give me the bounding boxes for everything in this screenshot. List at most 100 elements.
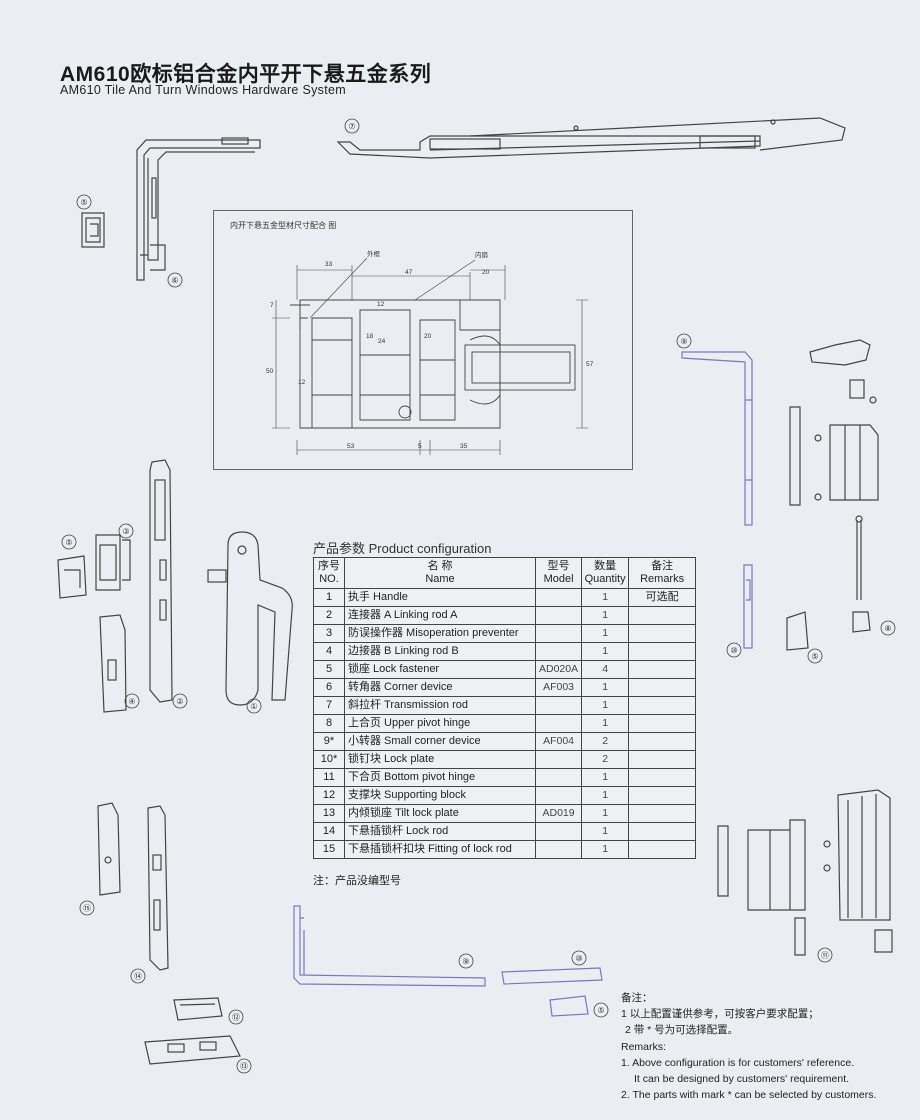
cell-remark xyxy=(628,822,697,841)
cell-name: 下悬插锁杆扣块 Fitting of lock rod xyxy=(344,840,536,859)
part-tilt-lock-plate xyxy=(144,1035,241,1065)
svg-text:④: ④ xyxy=(128,697,135,706)
cell-qty: 1 xyxy=(581,696,630,715)
cell-qty: 1 xyxy=(581,804,630,823)
svg-text:⑩: ⑩ xyxy=(575,954,582,963)
svg-text:⑤: ⑤ xyxy=(597,1006,604,1015)
svg-text:⑧: ⑧ xyxy=(884,624,891,633)
part-small-corner-device-right xyxy=(681,351,753,526)
cell-model: AD019 xyxy=(534,804,583,823)
dimension-labels: 外框 内扇 33 47 20 7 12 18 24 20 50 12 57 53… xyxy=(266,249,594,450)
part-linking-rod-a xyxy=(149,459,173,703)
part-handle xyxy=(207,531,293,706)
cell-qty: 2 xyxy=(581,750,630,769)
cell-name: 下悬插锁杆 Lock rod xyxy=(344,822,536,841)
dim-20b: 20 xyxy=(424,333,432,340)
dim-20a: 20 xyxy=(482,269,490,276)
svg-text:⑭: ⑭ xyxy=(134,972,142,981)
cell-qty: 1 xyxy=(581,642,630,661)
part-transmission-rod xyxy=(336,117,846,159)
cell-name: 下合页 Bottom pivot hinge xyxy=(344,768,536,787)
config-title: 产品参数 Product configuration xyxy=(313,541,492,556)
cell-name: 边接器 B Linking rod B xyxy=(344,642,536,661)
cell-qty: 1 xyxy=(581,768,630,787)
part-upper-pivot-hinge xyxy=(789,339,879,633)
cell-qty: 1 xyxy=(581,786,630,805)
cell-model xyxy=(534,588,583,607)
cell-model xyxy=(534,786,583,805)
cell-name: 防误操作器 Misoperation preventer xyxy=(344,624,536,643)
dim-18: 18 xyxy=(366,333,374,340)
svg-text:⑮: ⑮ xyxy=(83,904,91,913)
cell-no: 7 xyxy=(313,696,345,715)
cell-no: 12 xyxy=(313,786,345,805)
page-title: AM610欧标铝合金内平开下悬五金系列 xyxy=(60,63,432,86)
cell-qty: 1 xyxy=(581,624,630,643)
page-subtitle: AM610 Tile And Turn Windows Hardware Sys… xyxy=(60,83,346,97)
cell-remark xyxy=(628,642,697,661)
dim-50: 50 xyxy=(266,368,274,375)
cell-remark xyxy=(628,678,697,697)
remarks-block: 备注： 1 以上配置谨供参考，可按客户要求配置； 2 带 * 号为可选择配置。 … xyxy=(621,992,877,1102)
svg-text:⑥: ⑥ xyxy=(171,276,178,285)
cell-model xyxy=(534,696,583,715)
cell-model: AD020A xyxy=(534,660,583,679)
cell-name: 小转器 Small corner device xyxy=(344,732,536,751)
svg-text:⑬: ⑬ xyxy=(240,1062,248,1071)
cell-no: 5 xyxy=(313,660,345,679)
callouts xyxy=(61,118,896,1074)
profile-section-drawing xyxy=(272,257,588,455)
part-misoperation-preventer xyxy=(95,534,131,591)
part-small-corner-device-bottom xyxy=(293,905,486,987)
dim-5: 5 xyxy=(418,443,422,450)
part-lock-fastener-right xyxy=(786,611,809,651)
part-supporting-block xyxy=(173,997,223,1021)
part-corner-device xyxy=(136,137,261,281)
svg-text:①: ① xyxy=(250,702,257,711)
cell-remark xyxy=(628,660,697,679)
svg-text:⑤: ⑤ xyxy=(811,652,818,661)
cell-model xyxy=(534,606,583,625)
cell-qty: 4 xyxy=(581,660,630,679)
cell-remark xyxy=(628,768,697,787)
cell-model: AF003 xyxy=(534,678,583,697)
callout-labels: ⑦ ⑥ ⑤ ⑨ ⑧ ⑩ ⑤ ⑤ ③ ④ ② ① ⑮ ⑭ ⑫ ⑬ ⑨ ⑩ ⑤ ⑪ xyxy=(65,122,891,1071)
label-sash: 内扇 xyxy=(475,250,488,259)
svg-text:②: ② xyxy=(176,697,183,706)
part-lock-fastener-left xyxy=(57,555,87,599)
cell-no: 10* xyxy=(313,750,345,769)
cell-remark xyxy=(628,624,697,643)
dim-12b: 12 xyxy=(298,379,306,386)
part-lock-fastener-top-left xyxy=(81,212,105,248)
config-note: 注：产品没编型号 xyxy=(313,875,401,887)
cell-model xyxy=(534,714,583,733)
cell-no: 4 xyxy=(313,642,345,661)
part-lock-rod xyxy=(147,805,169,971)
svg-text:⑤: ⑤ xyxy=(80,198,87,207)
dim-57: 57 xyxy=(586,361,594,368)
cell-no: 13 xyxy=(313,804,345,823)
cell-model xyxy=(534,768,583,787)
cell-name: 转角器 Corner device xyxy=(344,678,536,697)
cell-remark xyxy=(628,840,697,859)
cell-qty: 2 xyxy=(581,732,630,751)
svg-text:⑤: ⑤ xyxy=(65,538,72,547)
cell-remark xyxy=(628,696,697,715)
svg-text:⑦: ⑦ xyxy=(348,122,355,131)
svg-text:⑫: ⑫ xyxy=(232,1013,240,1022)
cell-model xyxy=(534,822,583,841)
part-lock-rod-fitting xyxy=(97,802,121,896)
